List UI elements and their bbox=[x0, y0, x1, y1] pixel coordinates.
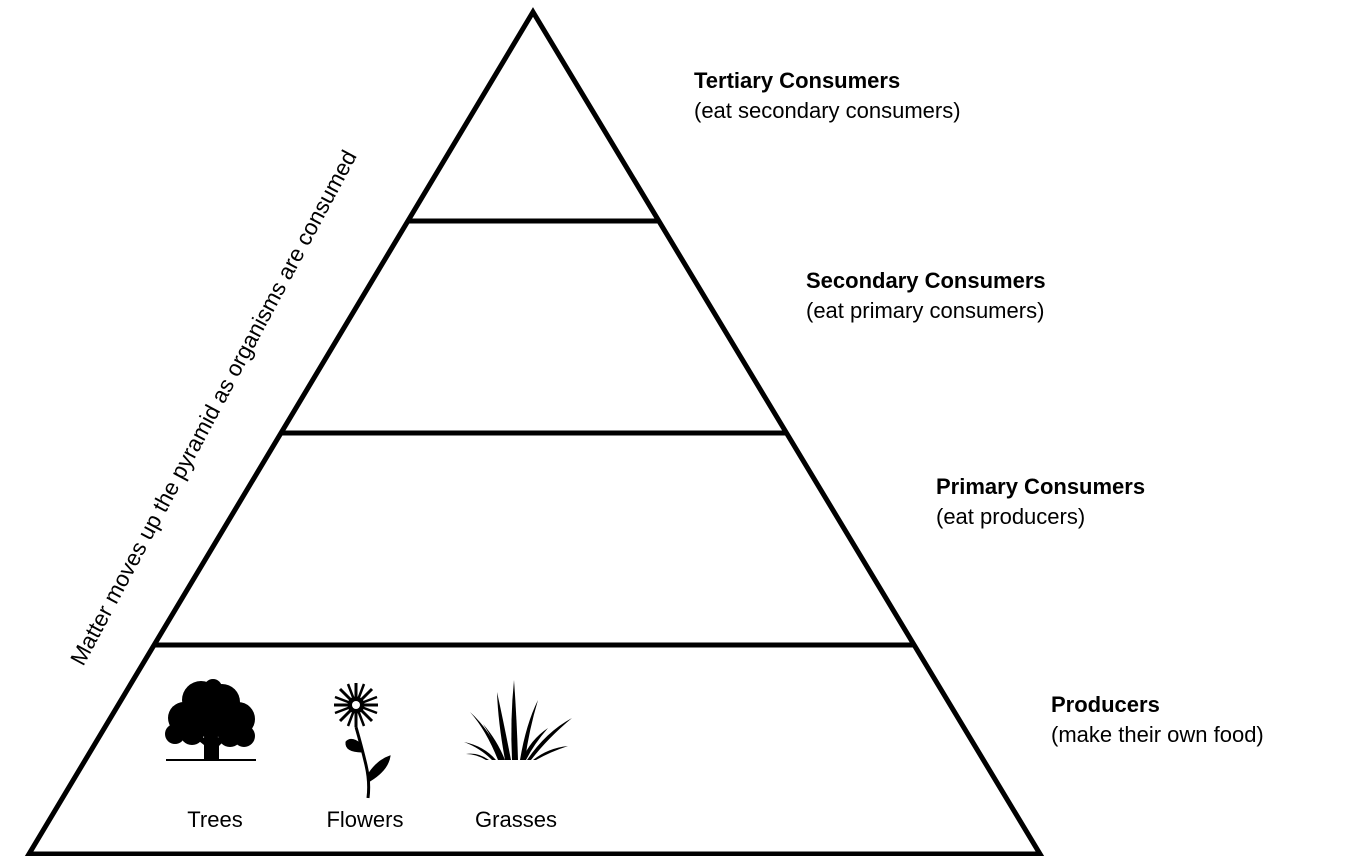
producer-caption-trees: Trees bbox=[187, 807, 243, 832]
level-description: (make their own food) bbox=[1051, 722, 1264, 747]
level-description: (eat secondary consumers) bbox=[694, 98, 961, 123]
level-name: Tertiary Consumers bbox=[694, 68, 901, 93]
producer-caption-flowers: Flowers bbox=[326, 807, 404, 832]
flower-icon bbox=[334, 683, 391, 799]
level-name: Secondary Consumers bbox=[806, 268, 1046, 293]
producer-caption-grasses: Grasses bbox=[475, 807, 557, 832]
level-description: (eat producers) bbox=[936, 504, 1086, 529]
level-label-producers: Producers (make their own food) bbox=[1051, 690, 1264, 750]
grass-icon bbox=[464, 680, 572, 760]
level-label-tertiary: Tertiary Consumers (eat secondary consum… bbox=[694, 66, 961, 126]
tree-icon bbox=[165, 679, 256, 761]
level-description: (eat primary consumers) bbox=[806, 298, 1045, 323]
level-label-primary: Primary Consumers (eat producers) bbox=[936, 472, 1145, 532]
level-name: Producers bbox=[1051, 692, 1160, 717]
level-name: Primary Consumers bbox=[936, 474, 1146, 499]
level-label-secondary: Secondary Consumers (eat primary consume… bbox=[806, 266, 1046, 326]
